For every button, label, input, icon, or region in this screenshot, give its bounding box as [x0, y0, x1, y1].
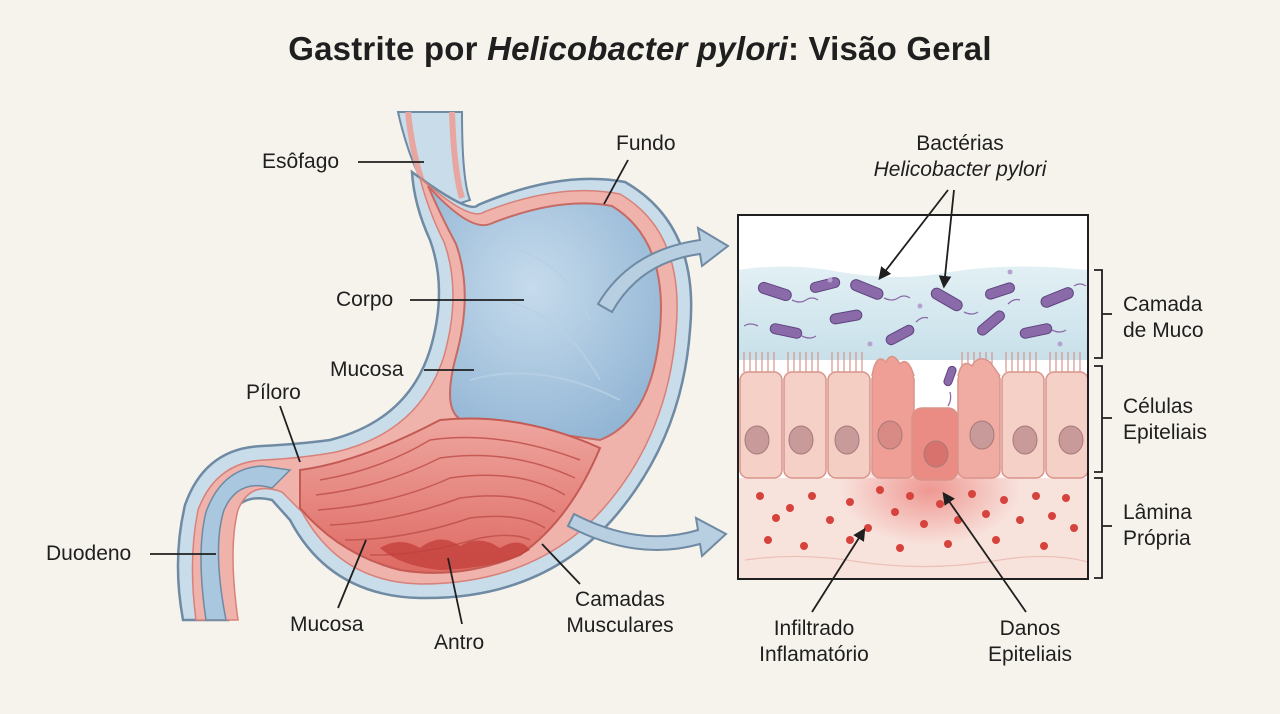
- zoom-arrows: [566, 226, 730, 558]
- page-title: Gastrite por Helicobacter pylori: Visão …: [288, 30, 992, 67]
- label-antro: Antro: [434, 631, 485, 654]
- arrow-bacteria-2: [938, 189, 955, 289]
- duodenum-shape: [200, 465, 292, 621]
- pointer-arrows: [811, 189, 1027, 613]
- antrum-mucosa: [299, 417, 602, 574]
- label-piloro: Píloro: [246, 381, 301, 404]
- zoom-arrow-lower: [566, 512, 728, 558]
- arrow-danos: [942, 491, 1027, 613]
- inset-frame: [737, 214, 1089, 580]
- cell-nuclei: [744, 420, 1084, 468]
- leader-camadas: [541, 543, 581, 585]
- arrow-infiltrado: [811, 527, 866, 613]
- label-duodeno: Duodeno: [46, 542, 132, 565]
- bacteria: [757, 277, 1074, 387]
- arrow-bacteria-1: [878, 189, 949, 280]
- label-fundo: Fundo: [616, 132, 676, 155]
- inflamed-patches: [380, 539, 530, 570]
- inflammatory-cells: [756, 486, 1078, 552]
- leader-piloro: [279, 405, 301, 463]
- zoom-arrow-upper: [596, 226, 730, 314]
- label-corpo: Corpo: [336, 288, 394, 311]
- label-mucosa-upper: Mucosa: [330, 358, 404, 381]
- layer-brackets: [1094, 269, 1112, 579]
- epithelial-cells: [739, 371, 1088, 481]
- label-mucosa-lower: Mucosa: [290, 613, 364, 636]
- leader-mucosa-lower: [337, 539, 367, 609]
- mucus-layer: [738, 266, 1088, 360]
- stomach-illustration: [176, 111, 693, 622]
- leader-antro: [447, 557, 463, 625]
- leader-lines: [150, 159, 629, 625]
- leader-fundo: [603, 159, 629, 205]
- microscopic-inset: [737, 214, 1089, 580]
- label-esofago: Esôfago: [262, 150, 340, 173]
